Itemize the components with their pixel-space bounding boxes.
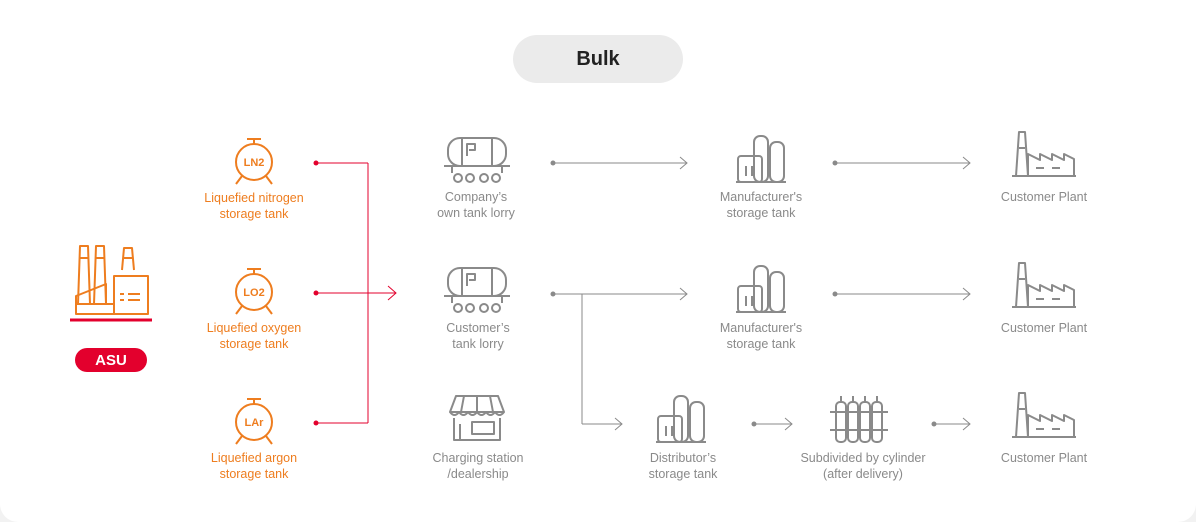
charging-station-label: Charging station /dealership xyxy=(432,451,524,481)
customer-plant-label: Customer Plant xyxy=(1000,451,1088,465)
factory-icon xyxy=(1011,392,1077,438)
page-title: Bulk xyxy=(513,35,683,83)
lo2-label: Liquefied oxygen storage tank xyxy=(206,321,302,351)
supply-connector xyxy=(316,162,397,424)
lo2-code: LO2 xyxy=(243,287,264,299)
cylinder-label: Subdivided by cylinder (after delivery) xyxy=(800,451,926,481)
lar-code: LAr xyxy=(245,417,265,429)
distributor-storage-label: Distributor’s storage tank xyxy=(648,451,718,481)
factory-icon xyxy=(1011,262,1077,308)
customer-plant-label: Customer Plant xyxy=(1000,321,1088,335)
store-icon xyxy=(449,395,505,441)
storage-tanks-icon xyxy=(655,395,707,443)
storage-tanks-icon xyxy=(735,265,787,313)
customer-tank-lorry-label: Customer’s tank lorry xyxy=(446,321,510,351)
flow-arrows xyxy=(553,156,971,431)
asu-factory-icon xyxy=(75,245,149,315)
storage-tanks-icon xyxy=(735,135,787,183)
manufacturer-storage-label: Manufacturer's storage tank xyxy=(719,321,803,351)
ln2-code: LN2 xyxy=(244,157,265,169)
tank-lorry-icon xyxy=(443,267,511,313)
asu-badge: ASU xyxy=(75,348,147,372)
gas-cylinders-icon xyxy=(830,396,888,443)
lar-label: Liquefied argon storage tank xyxy=(210,451,298,481)
manufacturer-storage-label: Manufacturer's storage tank xyxy=(719,190,803,220)
customer-plant-label: Customer Plant xyxy=(1000,190,1088,204)
tank-lorry-icon xyxy=(443,137,511,183)
factory-icon xyxy=(1011,131,1077,177)
ln2-label: Liquefied nitrogen storage tank xyxy=(204,191,304,221)
company-tank-lorry-label: Company’s own tank lorry xyxy=(437,190,515,220)
